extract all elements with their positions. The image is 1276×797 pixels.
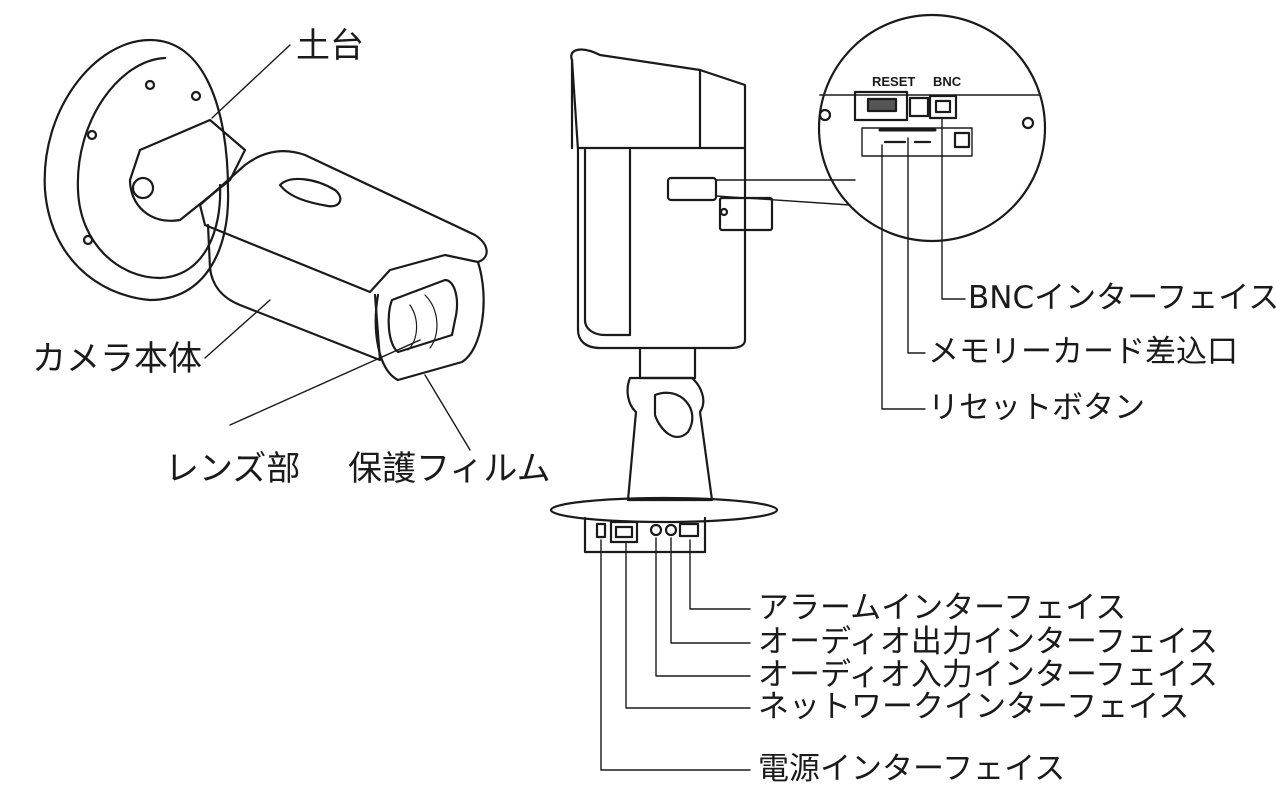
camera-side-body <box>570 48 747 350</box>
label-audio-out-interface: オーディオ出力インターフェイス <box>758 624 1219 660</box>
camera-body-lower <box>206 223 382 362</box>
audio-out-port <box>664 523 678 537</box>
audio-in-port <box>649 523 663 537</box>
slot-latch <box>953 131 971 149</box>
left-leader-lines <box>204 44 471 451</box>
bnc-port-left <box>908 96 930 118</box>
camera-neck <box>638 346 697 380</box>
camera-side-panel <box>583 148 632 337</box>
label-reset-button: リセットボタン <box>928 390 1145 426</box>
lens-highlight <box>407 294 438 351</box>
stand-ball <box>653 391 694 439</box>
mount-base-inner <box>76 56 222 280</box>
label-bnc-interface: BNCインターフェイス <box>968 280 1276 316</box>
alarm-port <box>678 522 700 538</box>
side-port <box>666 176 718 202</box>
card-slot-frame <box>861 127 973 157</box>
bnc-text: BNC <box>933 74 962 89</box>
zoom-screw <box>818 108 832 122</box>
label-mount: 土台 <box>296 26 364 66</box>
camera-left-illustration <box>43 38 488 382</box>
label-film: 保護フィルム <box>348 449 551 489</box>
power-port <box>595 522 607 539</box>
mount-base <box>43 38 230 302</box>
arm-knob <box>131 176 155 200</box>
network-port <box>609 520 639 544</box>
label-power-interface: 電源インターフェイス <box>758 751 1066 787</box>
shield-window <box>278 177 342 208</box>
base-plate <box>549 496 779 524</box>
mount-screw <box>144 79 156 91</box>
zoom-leader-lines <box>881 117 966 410</box>
label-network-interface: ネットワークインターフェイス <box>758 689 1190 725</box>
mount-screw <box>82 234 94 246</box>
mount-screw <box>190 90 202 102</box>
label-memory-card-slot: メモリーカード差込口 <box>928 334 1238 370</box>
camera-front <box>374 260 485 382</box>
label-camera-body: カメラ本体 <box>32 339 202 379</box>
bnc-port-shape <box>928 94 958 120</box>
camera-right-illustration <box>549 48 856 554</box>
cover-screw <box>719 207 729 217</box>
lens-window <box>387 278 459 354</box>
camera-side-top <box>570 58 702 150</box>
base-block <box>583 516 707 554</box>
reset-text: RESET <box>872 74 916 89</box>
mount-screw <box>86 129 98 141</box>
camera-shield <box>198 150 488 294</box>
camera-stand <box>626 376 714 502</box>
label-alarm-interface: アラームインターフェイス <box>758 590 1127 626</box>
zoom-screw <box>1021 116 1035 130</box>
reset-slot-frame <box>853 90 909 122</box>
label-audio-in-interface: オーディオ入力インターフェイス <box>758 657 1219 693</box>
network-port-inner <box>614 525 634 539</box>
bnc-port-inner <box>934 99 952 114</box>
detail-zoom-circle <box>817 13 1047 243</box>
label-lens: レンズ部 <box>165 449 301 489</box>
reset-button-shape <box>866 97 898 113</box>
bottom-leader-lines <box>600 537 751 771</box>
